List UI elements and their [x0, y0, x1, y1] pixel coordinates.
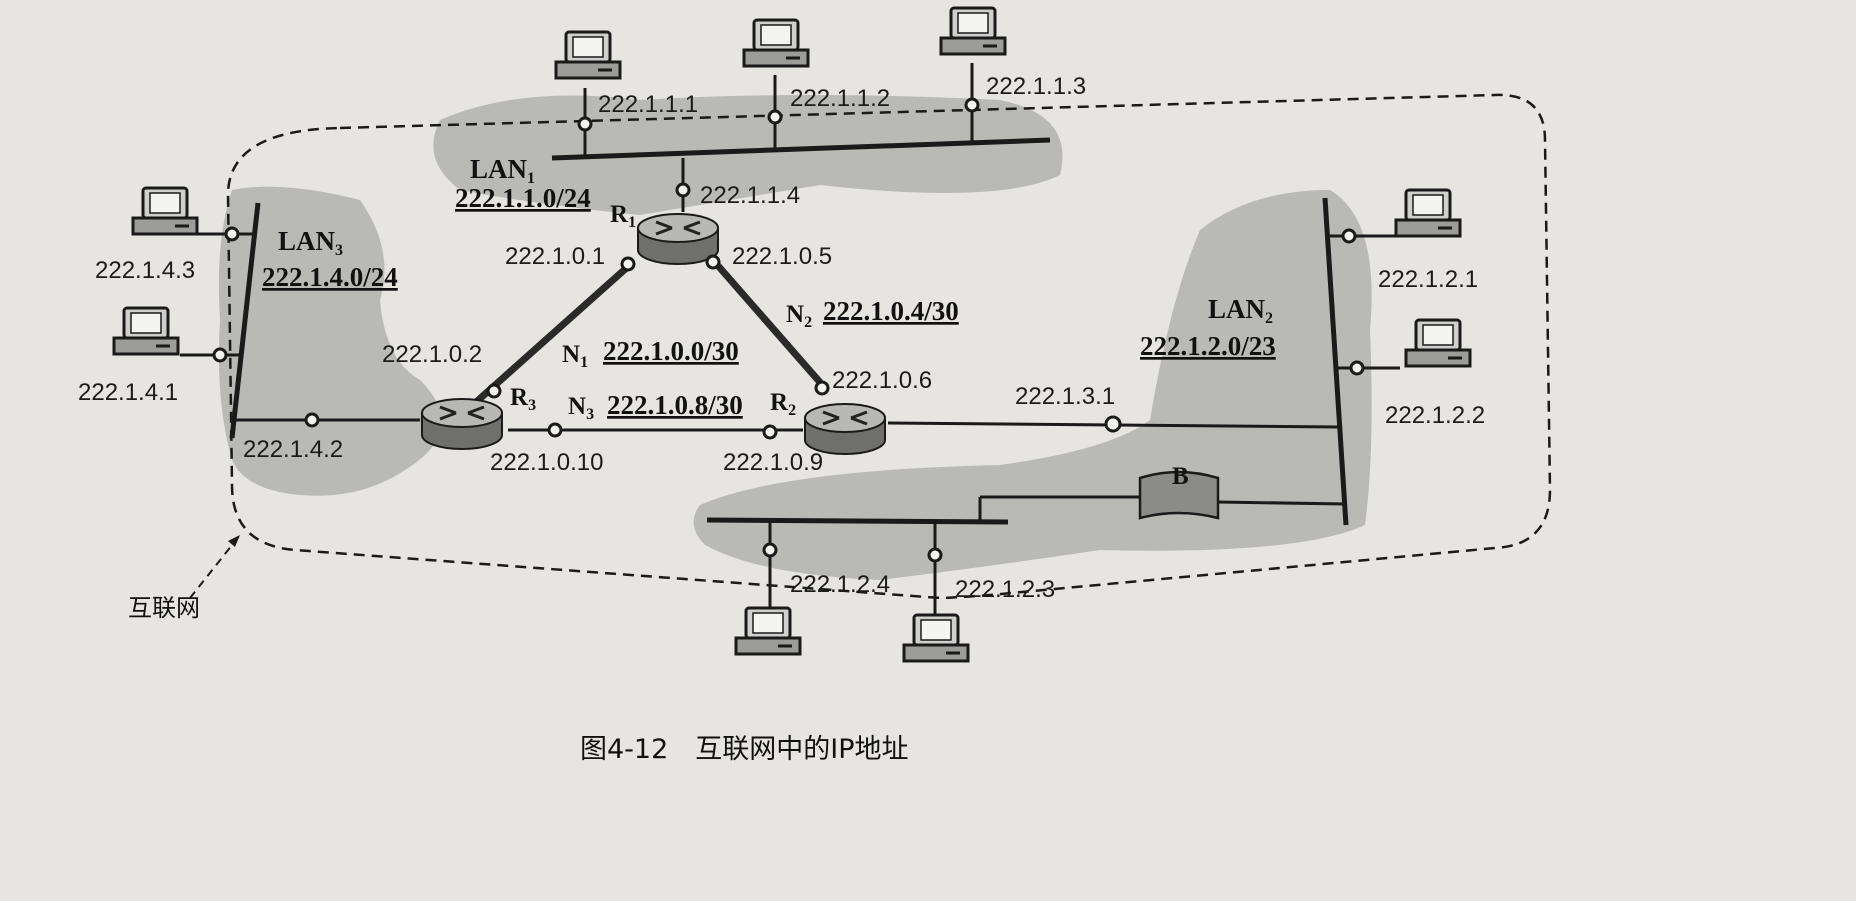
host-222-1-1-3-icon — [939, 6, 1007, 56]
n2-address: 222.1.0.4/30 — [823, 296, 959, 326]
r2-n3-addr: 222.1.0.9 — [723, 449, 823, 476]
host-addr-222-1-1-1: 222.1.1.1 — [598, 91, 698, 118]
lan2-name: LAN2 — [1208, 294, 1273, 327]
host-addr-222-1-4-3: 222.1.4.3 — [95, 257, 195, 284]
host-addr-222-1-2-2: 222.1.2.2 — [1385, 402, 1485, 429]
r1-lan1-addr: 222.1.1.4 — [700, 182, 800, 209]
lan3-name: LAN3 — [278, 226, 343, 259]
ports — [212, 97, 1365, 563]
lan1-name: LAN1 — [470, 154, 535, 187]
r2-lan2-addr: 222.1.3.1 — [1015, 383, 1115, 410]
router-r1-icon — [636, 212, 720, 266]
lan2-address: 222.1.2.0/23 — [1140, 331, 1276, 361]
router-r3-icon — [420, 397, 504, 451]
n2-name: N2 — [786, 301, 812, 331]
internet-boundary — [226, 93, 1552, 600]
n3-name: N3 — [568, 393, 594, 423]
r3-n3-addr: 222.1.0.10 — [490, 449, 603, 476]
r1-label: R1 — [610, 201, 636, 231]
n1-name: N1 — [562, 341, 588, 371]
bridge-label: B — [1172, 463, 1189, 490]
lan1-address: 222.1.1.0/24 — [455, 183, 591, 213]
host-addr-222-1-2-1: 222.1.2.1 — [1378, 266, 1478, 293]
n1-address: 222.1.0.0/30 — [603, 336, 739, 366]
host-222-1-4-1-icon — [112, 306, 180, 356]
host-222-1-2-3-icon — [902, 613, 970, 663]
host-222-1-2-1-icon — [1394, 188, 1462, 238]
r1-n2-addr: 222.1.0.5 — [732, 243, 832, 270]
host-addr-222-1-2-3: 222.1.2.3 — [955, 576, 1055, 603]
lan1-bus — [551, 137, 1051, 161]
r3-n1-addr: 222.1.0.2 — [382, 341, 482, 368]
host-addr-222-1-1-2: 222.1.1.2 — [790, 85, 890, 112]
host-222-1-4-3-icon — [131, 186, 199, 236]
lan3-shade — [218, 186, 442, 496]
host-addr-222-1-4-1: 222.1.4.1 — [78, 379, 178, 406]
r3-lan3-addr: 222.1.4.2 — [243, 436, 343, 463]
r2-label: R2 — [770, 389, 796, 419]
host-222-1-1-1-icon — [554, 30, 622, 80]
host-222-1-1-2-icon — [742, 18, 810, 68]
lan3-bus — [229, 202, 261, 439]
lan2-lower-bus — [706, 517, 1009, 525]
host-222-1-2-2-icon — [1404, 318, 1472, 368]
host-222-1-2-4-icon — [734, 606, 802, 656]
internet-pointer-arrow — [228, 535, 240, 547]
n3-address: 222.1.0.8/30 — [607, 390, 743, 420]
internet-label: 互联网 — [128, 594, 200, 622]
lan3-address: 222.1.4.0/24 — [262, 262, 398, 292]
r2-n2-addr: 222.1.0.6 — [832, 367, 932, 394]
bridge-b-icon — [1138, 470, 1220, 520]
r3-label: R3 — [510, 384, 536, 414]
router-r2-icon — [803, 402, 887, 456]
host-addr-222-1-2-4: 222.1.2.4 — [790, 571, 890, 598]
r1-n1-addr: 222.1.0.1 — [505, 243, 605, 270]
lan2-bus — [1322, 197, 1349, 526]
figure-caption: 图4-12 互联网中的IP地址 — [580, 734, 909, 765]
host-addr-222-1-1-3: 222.1.1.3 — [986, 73, 1086, 100]
